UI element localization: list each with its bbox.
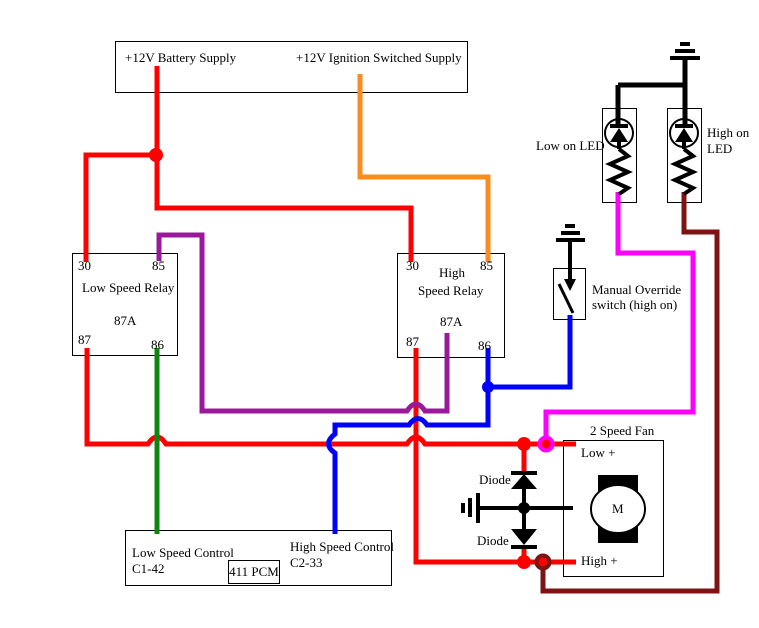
low-relay-title: Low Speed Relay bbox=[82, 280, 175, 295]
pcm-low-connector-label: C1-42 bbox=[132, 561, 165, 576]
ground-icon-switch bbox=[556, 224, 585, 242]
supply-box bbox=[115, 41, 468, 93]
low-relay-pin-86: 86 bbox=[151, 337, 164, 352]
pcm-low-control-label: Low Speed Control bbox=[132, 545, 234, 560]
low-relay-pin-30: 30 bbox=[78, 258, 91, 273]
high-relay-pin-86: 86 bbox=[478, 338, 491, 353]
low-relay-pin-85: 85 bbox=[152, 258, 165, 273]
high-relay-pin-87: 87 bbox=[406, 334, 419, 349]
low-led-label: Low on LED bbox=[536, 138, 605, 153]
ground-icon-motor bbox=[461, 493, 480, 523]
wire-battery-to-relay-30s bbox=[83, 66, 414, 262]
junction-low-led-tap bbox=[537, 435, 555, 453]
wire-high-87-to-fan-high bbox=[413, 348, 576, 565]
ignition-supply-label: +12V Ignition Switched Supply bbox=[296, 50, 462, 65]
junction-low-diode bbox=[517, 437, 531, 451]
override-switch-label-line2: switch (high on) bbox=[592, 297, 678, 312]
low-led-box bbox=[602, 108, 637, 203]
low-relay-pin-87: 87 bbox=[78, 332, 91, 347]
high-led-box bbox=[667, 108, 702, 203]
high-relay-title-line1: High bbox=[439, 265, 465, 280]
fan-low-terminal-label: Low + bbox=[581, 445, 616, 460]
high-led-label-line2: LED bbox=[707, 141, 733, 156]
diode-icon-lower bbox=[511, 529, 537, 549]
diode-upper-label: Diode bbox=[479, 472, 511, 487]
override-switch-label-line1: Manual Override bbox=[592, 282, 682, 297]
pcm-high-connector-label: C2-33 bbox=[290, 555, 323, 570]
high-relay-pin-85: 85 bbox=[480, 258, 493, 273]
pcm-module-badge: 411 PCM bbox=[228, 560, 280, 584]
diode-icon-upper bbox=[511, 471, 537, 489]
junction-diode-mid bbox=[518, 502, 530, 514]
junction-battery-split bbox=[149, 148, 163, 162]
high-led-label-line1: High on bbox=[707, 125, 750, 140]
battery-supply-label: +12V Battery Supply bbox=[125, 50, 237, 65]
diode-lower-label: Diode bbox=[477, 533, 509, 548]
pcm-high-control-label: High Speed Control bbox=[290, 539, 394, 554]
high-relay-title-line2: Speed Relay bbox=[418, 283, 484, 298]
fan-title: 2 Speed Fan bbox=[590, 423, 655, 438]
wire-ignition-to-high-85 bbox=[357, 74, 491, 262]
high-relay-pin-87a: 87A bbox=[440, 314, 463, 329]
junction-high-diode bbox=[517, 555, 531, 569]
junction-86-switch bbox=[482, 381, 494, 393]
override-switch-box bbox=[553, 268, 586, 320]
high-relay-pin-30: 30 bbox=[406, 258, 419, 273]
fan-high-terminal-label: High + bbox=[581, 553, 618, 568]
wire-low-87-to-fan-low bbox=[84, 348, 576, 447]
junction-high-led-tap bbox=[534, 553, 552, 571]
ground-icon-top bbox=[670, 42, 700, 60]
low-relay-pin-87a: 87A bbox=[114, 313, 137, 328]
motor-label: M bbox=[612, 501, 624, 516]
